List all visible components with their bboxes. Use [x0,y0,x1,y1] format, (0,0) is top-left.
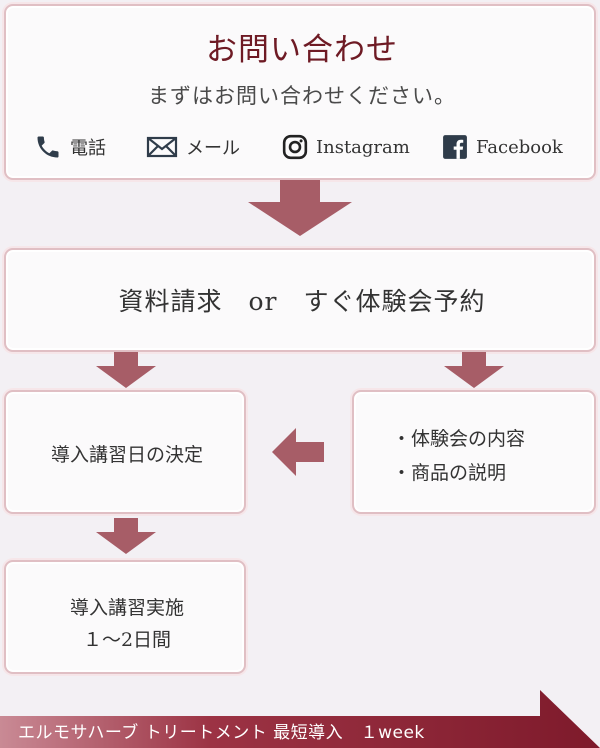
contact-method-facebook[interactable]: Facebook [442,132,563,162]
banner-label: エルモサハーブ トリートメント 最短導入 １week [18,723,425,743]
down-arrow-icon [96,518,156,554]
trial-info-box: ・体験会の内容 ・商品の説明 [352,390,596,514]
trial-info-item: ・商品の説明 [392,462,507,484]
training-implementation-box: 導入講習実施 １～2日間 [4,560,246,674]
training-implementation-label: 導入講習実施 [69,597,184,619]
training-date-decision-label: 導入講習日の決定 [50,444,203,466]
contact-method-label: Instagram [316,136,410,158]
contact-method-label: メール [186,138,240,159]
training-duration-label: １～2日間 [82,629,172,651]
contact-method-mail[interactable]: メール [146,132,240,162]
facebook-icon [443,135,467,159]
contact-subtitle: まずはお問い合わせください。 [148,84,456,108]
contact-method-label: 電話 [70,138,106,159]
contact-method-instagram[interactable]: Instagram [282,132,410,162]
phone-icon [37,136,59,158]
training-date-decision-box: 導入講習日の決定 [4,390,246,514]
trial-info-item: ・体験会の内容 [392,428,526,450]
down-arrow-icon [248,180,352,236]
request-or-trial-box: 資料請求 or すぐ体験会予約 [4,248,596,352]
contact-method-phone[interactable]: 電話 [34,132,106,162]
instagram-icon [282,134,308,160]
contact-box: お問い合わせ まずはお問い合わせください。 電話 メール Instagram F… [4,4,596,180]
down-arrow-icon [444,352,504,388]
contact-title: お問い合わせ [206,32,398,68]
left-arrow-icon [272,428,324,476]
banner-arrow [0,690,600,748]
down-arrow-icon [96,352,156,388]
mail-icon [146,136,178,158]
request-or-trial-label: 資料請求 or すぐ体験会予約 [118,287,486,316]
contact-method-label: Facebook [476,136,563,158]
